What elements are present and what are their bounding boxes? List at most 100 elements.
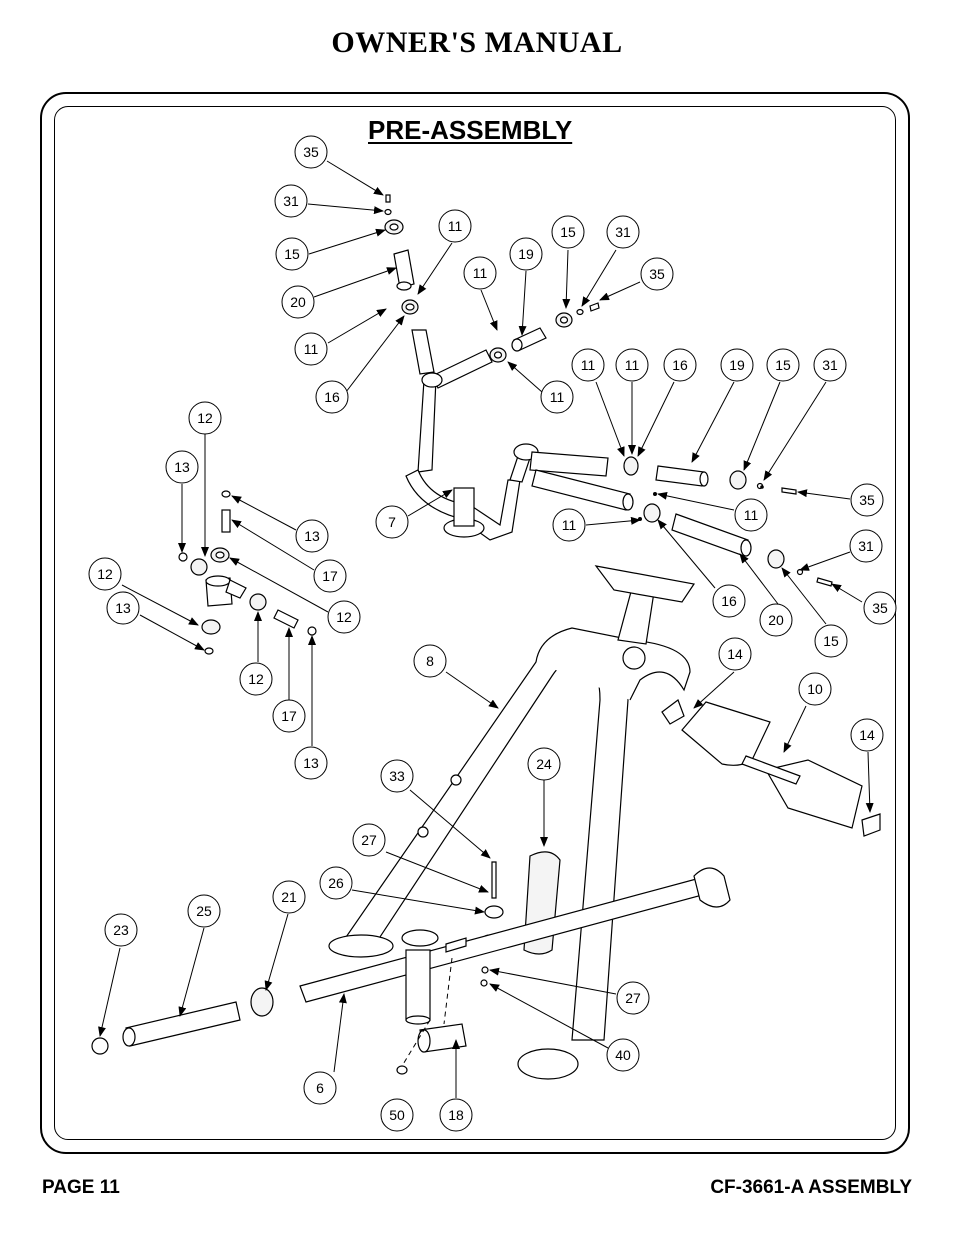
callout-11-c: 11: [463, 256, 497, 290]
callout-15-d: 15: [814, 624, 848, 658]
svg-text:24: 24: [536, 756, 552, 772]
callout-13-d: 13: [294, 746, 328, 780]
callout-35-b: 35: [640, 257, 674, 291]
svg-text:6: 6: [316, 1080, 324, 1096]
callout-12-c: 12: [88, 557, 122, 591]
callout-33: 33: [380, 759, 414, 793]
callout-14-b: 14: [850, 718, 884, 752]
callout-35-d: 35: [863, 591, 897, 625]
svg-text:17: 17: [322, 568, 338, 584]
svg-text:14: 14: [859, 727, 875, 743]
svg-text:10: 10: [807, 681, 823, 697]
svg-text:19: 19: [729, 357, 745, 373]
svg-text:35: 35: [303, 144, 319, 160]
callout-26: 26: [319, 866, 353, 900]
callout-40: 40: [606, 1038, 640, 1072]
svg-text:7: 7: [388, 514, 396, 530]
svg-text:27: 27: [625, 990, 641, 1006]
callout-17-b: 17: [272, 699, 306, 733]
svg-text:11: 11: [473, 265, 488, 281]
svg-text:19: 19: [518, 246, 534, 262]
callout-12-d: 12: [239, 662, 273, 696]
callout-15-b: 15: [551, 215, 585, 249]
callout-31-b: 31: [606, 215, 640, 249]
callout-8: 8: [413, 644, 447, 678]
diagram-frame-inner: [54, 106, 896, 1140]
callout-11-g: 11: [734, 498, 768, 532]
leader-lines: [98, 160, 874, 1098]
callout-17-a: 17: [313, 559, 347, 593]
callout-21: 21: [272, 880, 306, 914]
svg-text:23: 23: [113, 922, 129, 938]
svg-text:25: 25: [196, 903, 212, 919]
svg-text:15: 15: [823, 633, 839, 649]
svg-text:11: 11: [550, 389, 565, 405]
callout-18: 18: [439, 1098, 473, 1132]
svg-text:15: 15: [560, 224, 576, 240]
callout-24: 24: [527, 747, 561, 781]
callout-16-top: 16: [315, 380, 349, 414]
callout-6: 6: [303, 1071, 337, 1105]
callout-19-top: 19: [509, 237, 543, 271]
callout-23: 23: [104, 913, 138, 947]
svg-text:15: 15: [775, 357, 791, 373]
callout-7: 7: [375, 505, 409, 539]
main-frame: [328, 565, 696, 1080]
page-number: PAGE 11: [42, 1177, 120, 1198]
callout-12-a: 12: [188, 401, 222, 435]
callout-13-c: 13: [106, 591, 140, 625]
callout-11-f: 11: [615, 348, 649, 382]
crossbar-and-pedals: [91, 699, 881, 1075]
svg-text:17: 17: [281, 708, 297, 724]
callout-35-top: 35: [294, 135, 328, 169]
callout-15-c: 15: [766, 348, 800, 382]
svg-text:14: 14: [727, 646, 743, 662]
callout-31-top: 31: [274, 184, 308, 218]
diagram-frame-outer: [40, 92, 910, 1154]
callout-16-c: 16: [712, 584, 746, 618]
svg-text:33: 33: [389, 768, 405, 784]
svg-text:8: 8: [426, 653, 434, 669]
callout-12-b: 12: [327, 600, 361, 634]
svg-text:12: 12: [197, 410, 213, 426]
svg-text:31: 31: [858, 538, 874, 554]
callout-19-b: 19: [720, 348, 754, 382]
callout-27-a: 27: [352, 823, 386, 857]
svg-text:16: 16: [721, 593, 737, 609]
callout-20-b: 20: [759, 603, 793, 637]
callout-50: 50: [380, 1098, 414, 1132]
manual-title: OWNER'S MANUAL: [331, 26, 623, 59]
callout-13-a: 13: [165, 450, 199, 484]
svg-text:21: 21: [281, 889, 297, 905]
callout-10: 10: [798, 672, 832, 706]
svg-text:20: 20: [290, 294, 306, 310]
svg-text:40: 40: [615, 1047, 631, 1063]
callout-13-b: 13: [295, 519, 329, 553]
svg-text:11: 11: [562, 517, 577, 533]
callout-15-top: 15: [275, 237, 309, 271]
callout-11-b: 11: [294, 332, 328, 366]
svg-text:16: 16: [672, 357, 688, 373]
svg-text:12: 12: [97, 566, 113, 582]
callout-31-c: 31: [813, 348, 847, 382]
svg-text:13: 13: [174, 459, 190, 475]
svg-text:18: 18: [448, 1107, 464, 1123]
svg-text:31: 31: [283, 193, 299, 209]
svg-text:11: 11: [304, 341, 319, 357]
callout-11-e: 11: [571, 348, 605, 382]
svg-text:35: 35: [649, 266, 665, 282]
svg-text:35: 35: [872, 600, 888, 616]
handlebar-assembly: [384, 194, 833, 587]
callout-35-c: 35: [850, 483, 884, 517]
callout-14-a: 14: [718, 637, 752, 671]
svg-text:11: 11: [581, 357, 596, 373]
callout-11-h: 11: [552, 508, 586, 542]
svg-text:15: 15: [284, 246, 300, 262]
svg-text:12: 12: [336, 609, 352, 625]
svg-text:16: 16: [324, 389, 340, 405]
svg-text:27: 27: [361, 832, 377, 848]
callout-11-a: 11: [438, 209, 472, 243]
svg-text:11: 11: [625, 357, 640, 373]
callout-31-d: 31: [849, 529, 883, 563]
